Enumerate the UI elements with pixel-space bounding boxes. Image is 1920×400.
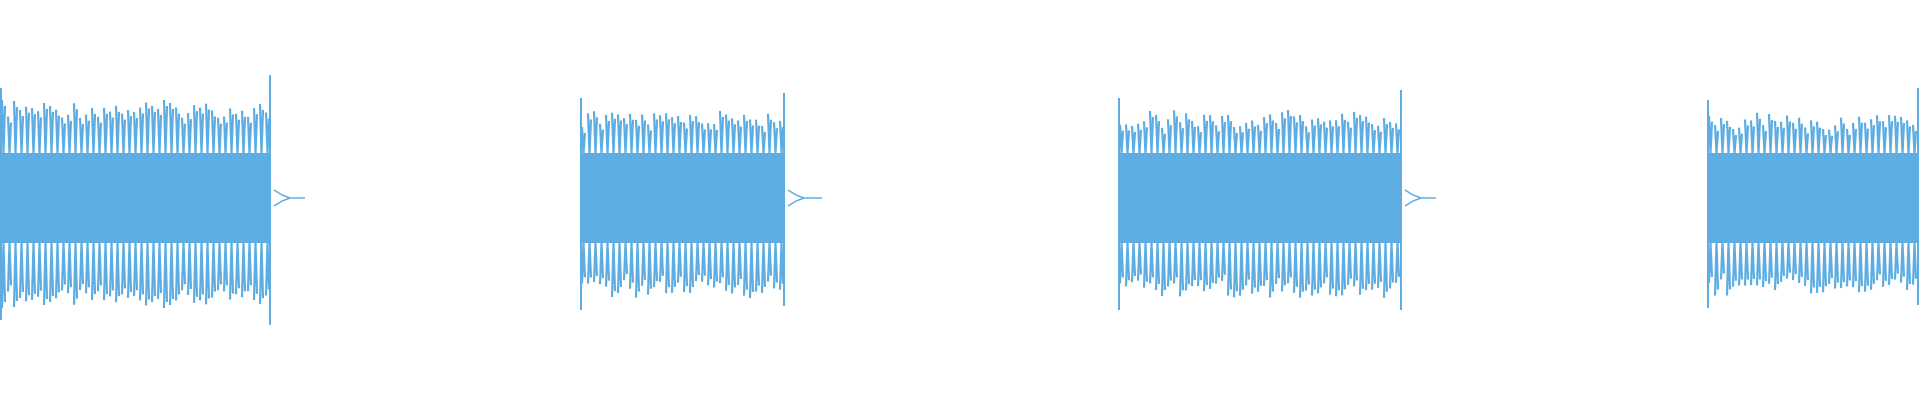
- waveform-segment: [0, 75, 305, 325]
- waveform-peaks: [1707, 112, 1918, 296]
- waveform-peaks: [1118, 109, 1401, 298]
- waveform-decay-tail: [787, 189, 822, 207]
- waveform-body: [1118, 153, 1401, 243]
- waveform-segment: [580, 93, 822, 310]
- waveform-peaks: [580, 110, 785, 299]
- waveform-decay-tail: [273, 189, 305, 207]
- waveform-body: [0, 153, 270, 243]
- waveform-decay-tail: [1404, 189, 1436, 207]
- waveform-segment: [1118, 90, 1436, 310]
- waveform-peaks: [0, 99, 271, 309]
- waveform-body: [1707, 153, 1918, 243]
- waveform-body: [580, 153, 784, 243]
- waveform-segment: [1707, 88, 1919, 308]
